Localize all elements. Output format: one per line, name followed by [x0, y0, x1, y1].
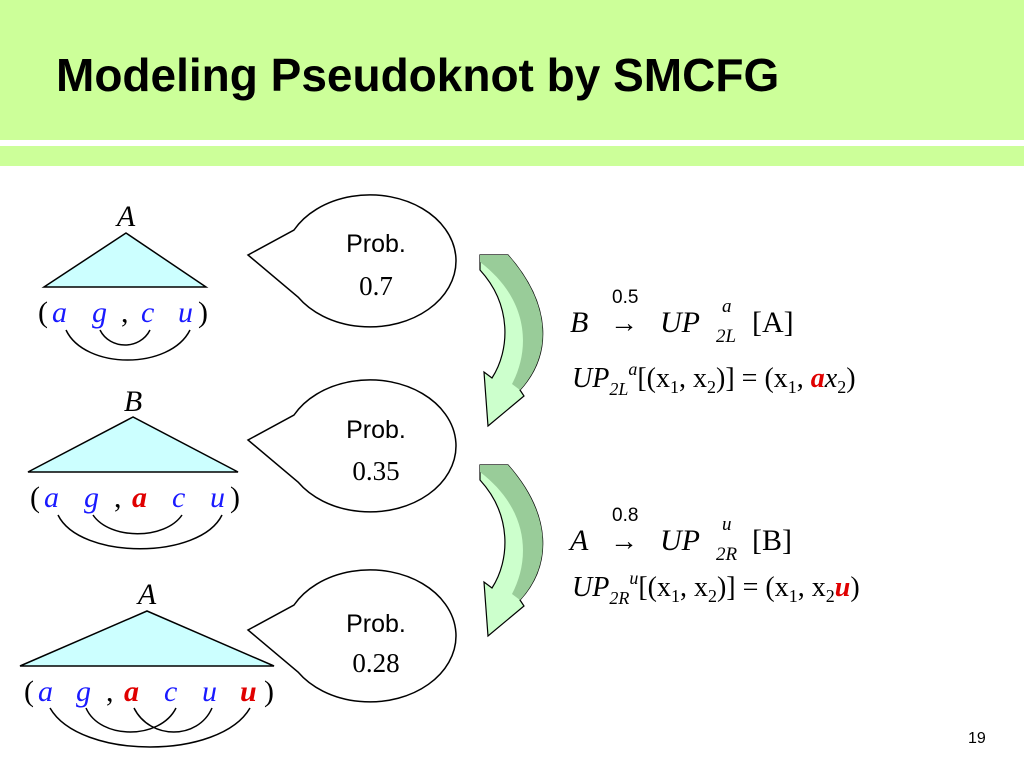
- terminal-g: g: [84, 481, 99, 514]
- arrow-shade: [480, 255, 543, 390]
- tree-root-label: A: [115, 200, 136, 233]
- terminal-a-new: a: [124, 675, 139, 708]
- rule-arrow-icon: →: [610, 526, 638, 557]
- rule-argument: [B]: [752, 524, 792, 557]
- prob-value: 0.28: [352, 648, 399, 678]
- paren-close: ): [264, 675, 274, 708]
- parse-tree-triangle: [19, 610, 275, 667]
- rule-function-sub: 2R: [716, 544, 738, 565]
- paren-open: (: [30, 481, 40, 514]
- paren-open: (: [24, 675, 34, 708]
- rule-function: UP: [660, 524, 700, 557]
- prob-callout-3: Prob. 0.28: [246, 569, 457, 703]
- paren-close: ): [230, 481, 240, 514]
- paren-close: ): [198, 296, 208, 329]
- rule-lhs: B: [570, 306, 588, 339]
- rule-function-sup: u: [722, 514, 732, 535]
- parse-tree-triangle: [41, 232, 209, 288]
- base-pair-arc: [65, 329, 191, 361]
- rule-probability: 0.5: [612, 287, 638, 308]
- prob-label: Prob.: [346, 416, 406, 444]
- base-pair-arc: [49, 707, 251, 748]
- base-pair-arc: [92, 514, 183, 535]
- string-comma: ,: [106, 675, 114, 708]
- terminal-g: g: [92, 296, 107, 329]
- derivation-3: A ( a g , a c u u ): [19, 578, 275, 748]
- grammar-rule-2: A 0.8 → UP u 2R [B] UP2Ru[(x1, x2)] = (x…: [568, 505, 860, 608]
- terminal-u: u: [202, 675, 217, 708]
- terminal-u: u: [210, 481, 225, 514]
- terminal-a: a: [38, 675, 53, 708]
- base-pair-arc: [85, 707, 177, 733]
- rule-arrow-icon: →: [610, 308, 638, 339]
- base-pair-arc: [133, 707, 213, 733]
- slide-title: Modeling Pseudoknot by SMCFG: [56, 49, 780, 101]
- string-comma: ,: [114, 481, 122, 514]
- rule-probability: 0.8: [612, 505, 638, 526]
- terminal-a: a: [52, 296, 67, 329]
- base-pair-arc: [57, 514, 223, 550]
- rule-function: UP: [660, 306, 700, 339]
- speech-bubble: [246, 569, 457, 703]
- title-underline-band: [0, 146, 1024, 166]
- terminal-u: u: [178, 296, 193, 329]
- grammar-rule-1: B 0.5 → UP a 2L [A] UP2La[(x1, x2)] = (x…: [570, 287, 856, 399]
- terminal-c: c: [141, 296, 154, 329]
- tree-root-label: B: [124, 385, 142, 418]
- paren-open: (: [38, 296, 48, 329]
- prob-value: 0.7: [359, 271, 393, 301]
- rule-argument: [A]: [752, 306, 794, 339]
- page-number: 19: [968, 730, 986, 747]
- arrow-shade: [480, 465, 543, 600]
- curved-arrow-2: [479, 464, 544, 638]
- string-comma: ,: [121, 296, 129, 329]
- terminal-c: c: [164, 675, 177, 708]
- derivation-2: B ( a g , a c u ): [27, 385, 240, 550]
- terminal-a: a: [44, 481, 59, 514]
- base-pair-arc: [99, 329, 151, 346]
- rule-function-sup: a: [722, 296, 732, 317]
- prob-callout-2: Prob. 0.35: [246, 379, 457, 513]
- terminal-g: g: [76, 675, 91, 708]
- prob-label: Prob.: [346, 610, 406, 638]
- speech-bubble: [246, 379, 457, 513]
- parse-tree-triangle: [27, 416, 239, 473]
- prob-callout-1: Prob. 0.7: [246, 194, 457, 328]
- speech-bubble: [246, 194, 457, 328]
- terminal-u-new: u: [240, 675, 257, 708]
- tree-root-label: A: [136, 578, 157, 611]
- rule-definition: UP2Ru[(x1, x2)] = (x1, x2u): [572, 568, 860, 608]
- title-bar: [0, 0, 1024, 140]
- rule-definition: UP2La[(x1, x2)] = (x1, ax2): [572, 359, 856, 399]
- rule-lhs: A: [568, 524, 589, 557]
- terminal-c: c: [172, 481, 185, 514]
- terminal-a-new: a: [132, 481, 147, 514]
- prob-label: Prob.: [346, 230, 406, 258]
- prob-value: 0.35: [352, 456, 399, 486]
- rule-function-sub: 2L: [716, 326, 736, 347]
- derivation-1: A ( a g , c u ): [38, 200, 209, 361]
- curved-arrow-1: [479, 254, 544, 428]
